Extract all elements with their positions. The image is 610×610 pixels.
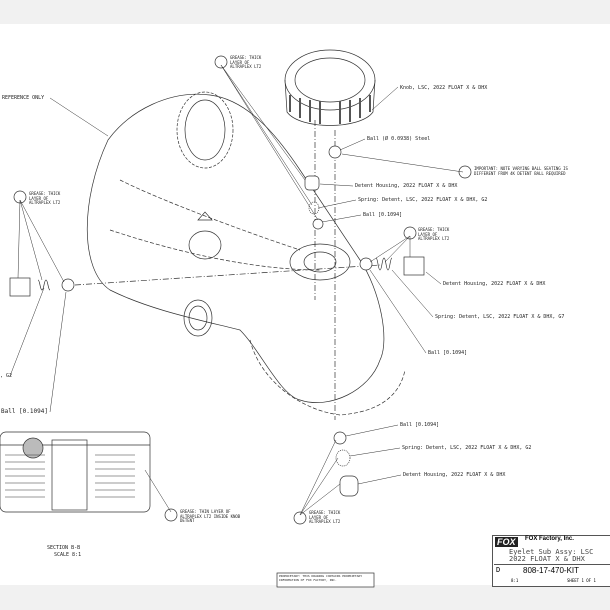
sheet-value: SHEET 1 OF 1 [567, 578, 596, 583]
ball-1-label: Ball [0.1094] [363, 212, 403, 218]
scale-value: 8:1 [511, 578, 519, 583]
eyelet-bore-inner [184, 99, 226, 161]
important-note: IMPORTANT: NOTE VARYING BALL SEATING IS … [474, 166, 568, 176]
spring-2 [375, 257, 393, 271]
section-label: SECTION B-B [47, 545, 81, 551]
spring-2-label: Spring: Detent, LSC, 2022 FLOAT X & DHX,… [435, 314, 565, 320]
left-ball [61, 278, 75, 292]
title-line-2: 2022 FLOAT X & DHX [509, 555, 585, 563]
grease-note-left: GREASE: THICK LAYER OF ALTRAPLEX LT2 [29, 191, 61, 205]
ball-2-label: Ball [0.1094] [428, 350, 468, 356]
left-spring [37, 279, 51, 291]
adjuster-boss [188, 230, 222, 260]
important-symbol [458, 165, 472, 179]
grease-symbol-top [214, 55, 228, 69]
proprietary-notice: PROPRIETARY: THIS DRAWING CONTAINS PROPR… [279, 574, 363, 582]
grease-note-section: GREASE: THIN LAYER OF ALTRAPLEX LT2 INSI… [180, 509, 241, 523]
grease-note-bottom: GREASE: THICK LAYER OF ALTRAPLEX LT2 [309, 510, 341, 524]
thread-boss [183, 299, 213, 337]
left-ball-label: Ball [0.1094] [1, 408, 48, 415]
proprietary-notice-box [276, 572, 375, 588]
detent-housing-1-label: Detent Housing, 2022 FLOAT X & DHX [355, 183, 458, 189]
grease-symbol-bottom [293, 511, 307, 525]
leader-lines [9, 64, 464, 516]
fox-logo: FOX [495, 537, 518, 547]
spring-1-label: Spring: Detent, LSC, 2022 FLOAT X & DHX,… [358, 197, 488, 203]
eyelet-body [86, 93, 385, 403]
spring-3-label: Spring: Detent, LSC, 2022 FLOAT X & DHX,… [402, 445, 532, 451]
detent-boss [289, 243, 351, 281]
spring-3 [335, 449, 351, 467]
grease-symbol-left [13, 190, 27, 204]
ball-3 [333, 431, 347, 445]
drawing-number: 808-17-470-KIT [523, 566, 580, 575]
knob [284, 49, 376, 126]
title-line-1: Eyelet Sub Assy: LSC [509, 548, 594, 556]
detent-housing-2 [403, 256, 425, 276]
grease-note-top: GREASE: THICK LAYER OF ALTRAPLEX LT2 [230, 55, 262, 69]
size-value: D [496, 566, 501, 574]
left-detent-housing [9, 277, 31, 297]
ball-3-label: Ball [0.1094] [400, 422, 440, 428]
section-scale: SCALE 8:1 [54, 552, 82, 558]
knob-label: Knob, LSC, 2022 FLOAT X & DHX [400, 85, 488, 91]
detent-housing-3 [339, 475, 359, 497]
section-b-b [0, 431, 151, 513]
company-name: FOX Factory, Inc. [525, 536, 574, 542]
grease-symbol-section [164, 508, 178, 522]
ball-steel [328, 145, 342, 159]
eyelet-bore [176, 91, 234, 169]
detent-housing-3-label: Detent Housing, 2022 FLOAT X & DHX [403, 472, 506, 478]
title-block: FOX FOX Factory, Inc. Eyelet Sub Assy: L… [492, 535, 610, 587]
detent-housing-1 [304, 175, 320, 191]
grease-note-right: GREASE: THICK LAYER OF ALTRAPLEX LT2 [418, 227, 450, 241]
ball-steel-label: Ball (Ø 0.0938) Steel [367, 136, 431, 142]
grease-symbol-right [403, 226, 417, 240]
ball-1 [312, 218, 324, 230]
left-spring-label: , G2 [0, 373, 13, 379]
reference-label: REFERENCE ONLY [2, 95, 45, 101]
ball-2 [359, 257, 373, 271]
detent-housing-2-label: Detent Housing, 2022 FLOAT X & DHX [443, 281, 546, 287]
